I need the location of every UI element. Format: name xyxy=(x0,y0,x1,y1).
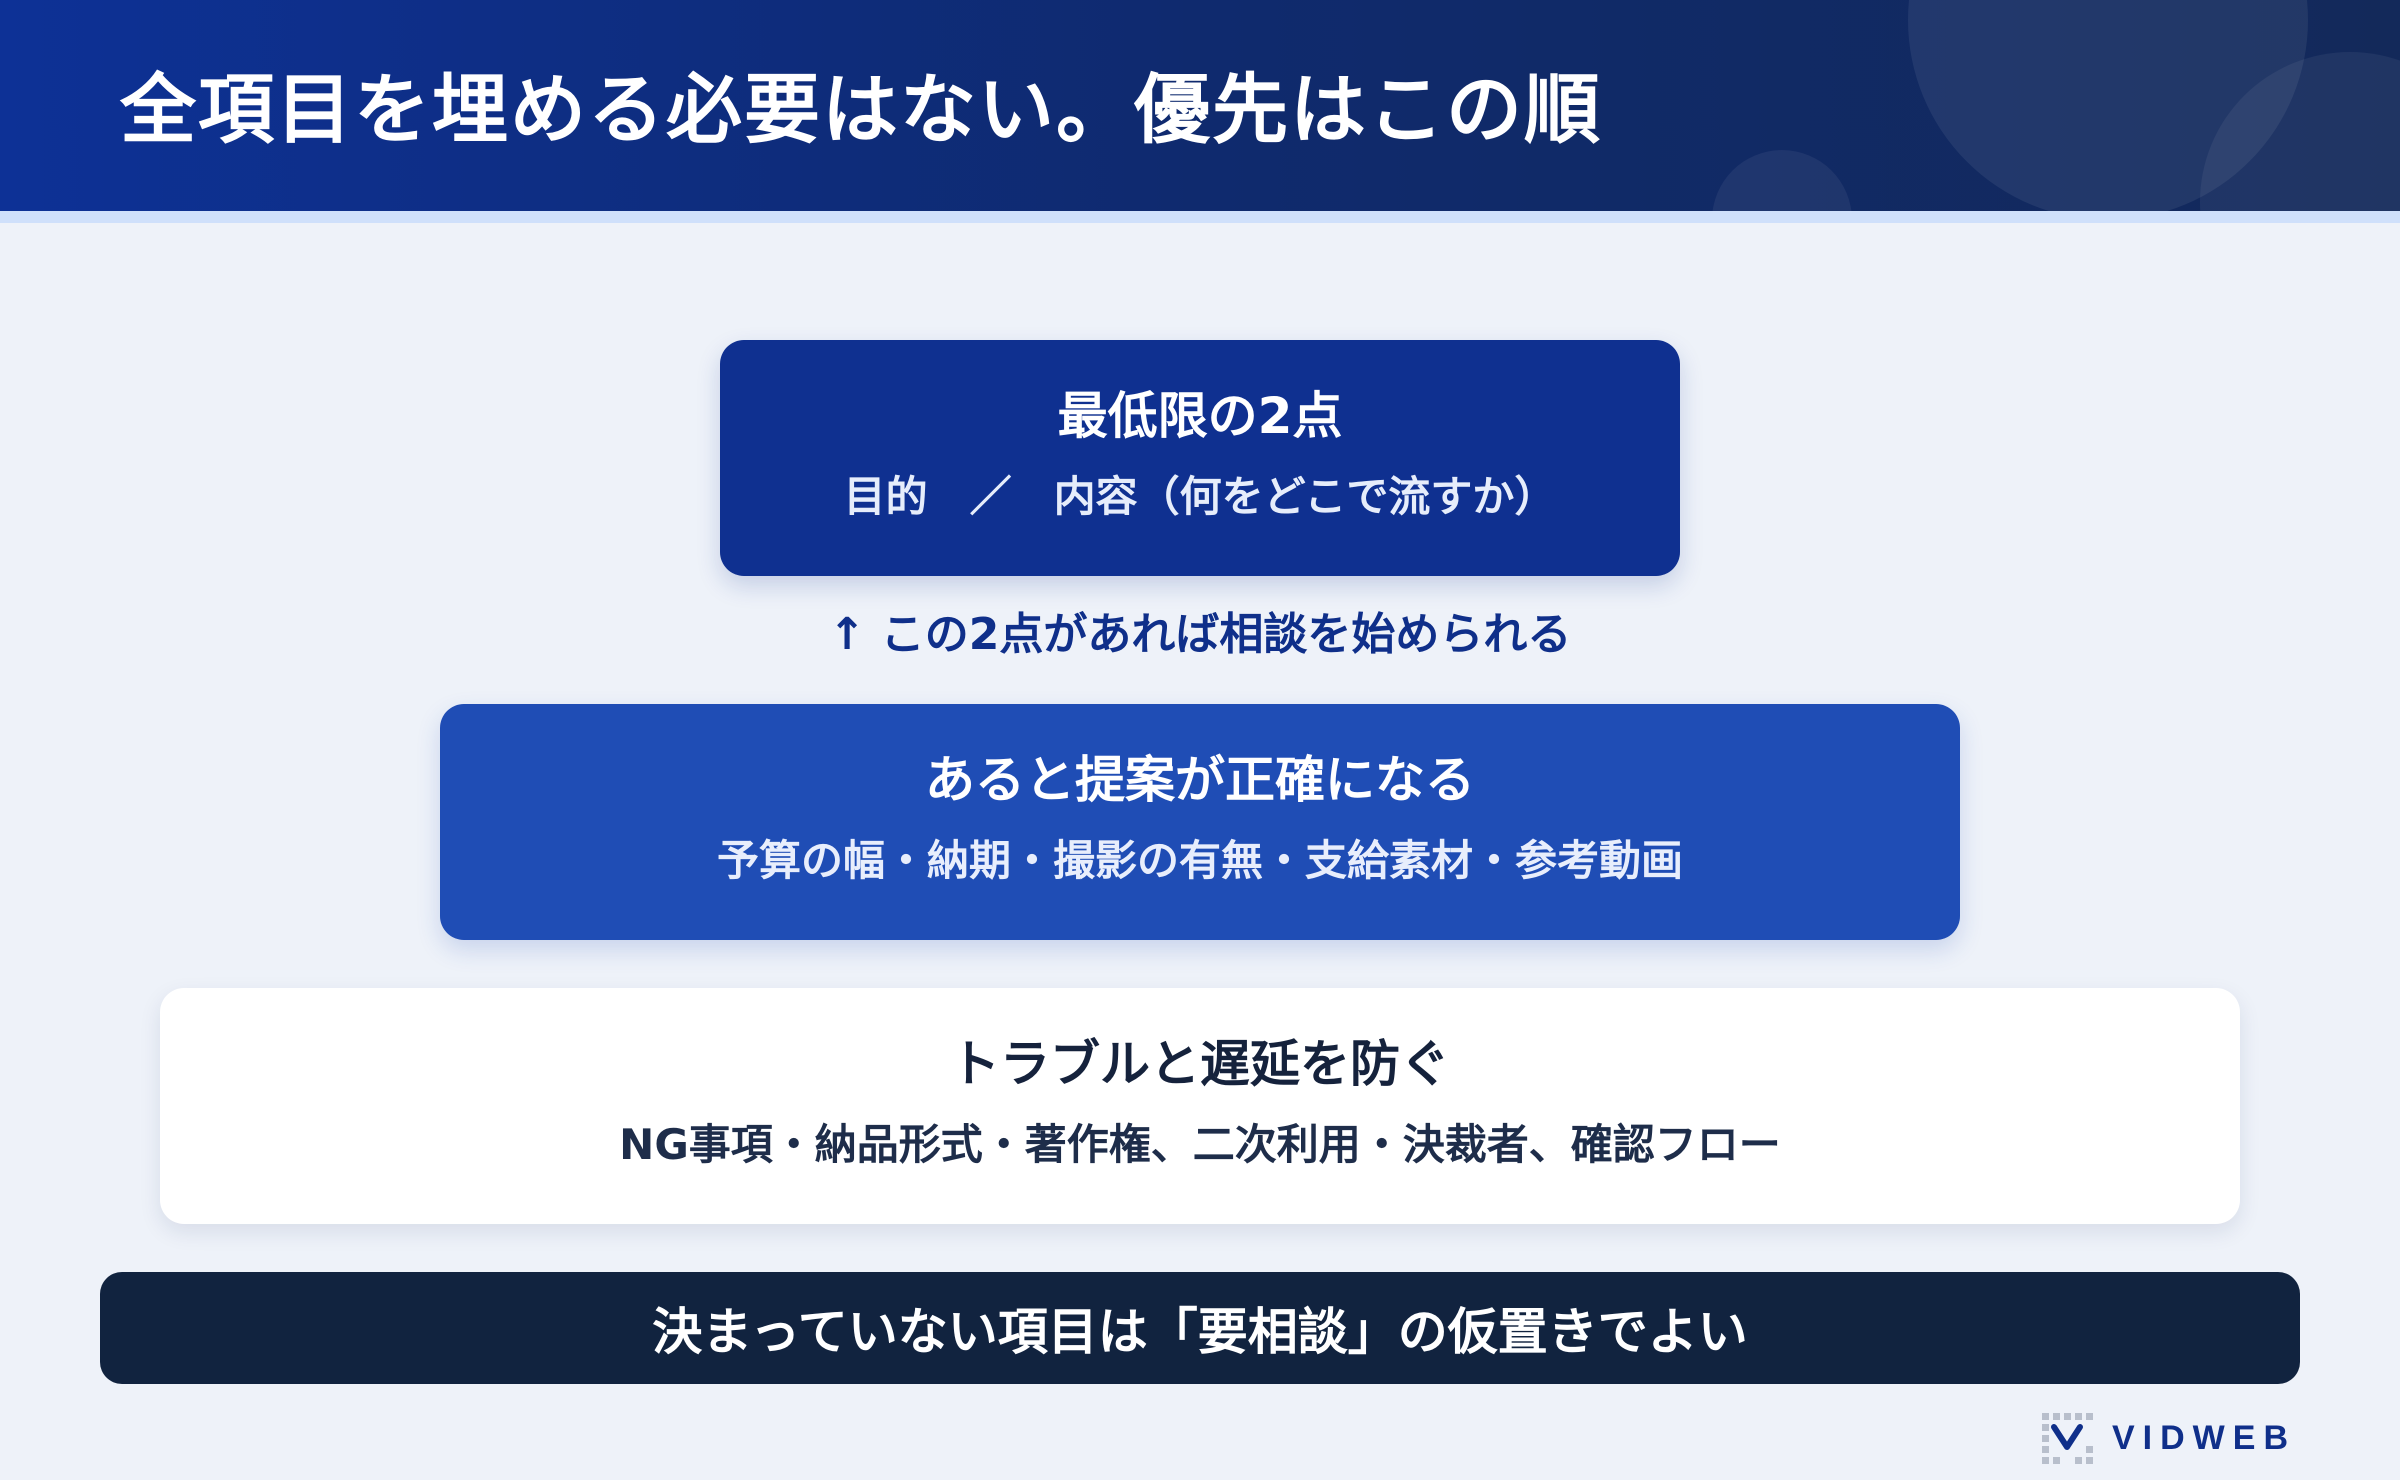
tier-items: 予算の幅・納期・撮影の有無・支給素材・参考動画 xyxy=(716,836,1683,885)
slide-title: 全項目を埋める必要はない。優先はこの順 xyxy=(120,65,1602,154)
priority-tier-3: トラブルと遅延を防ぐ NG事項・納品形式・著作権、二次利用・決裁者、確認フロー xyxy=(160,988,2240,1224)
tier-heading: トラブルと遅延を防ぐ xyxy=(950,1035,1450,1093)
summary-banner: 決まっていない項目は「要相談」の仮置きでよい xyxy=(100,1272,2300,1384)
decorative-circle xyxy=(1712,150,1852,211)
tier-items: NG事項・納品形式・著作権、二次利用・決裁者、確認フロー xyxy=(619,1120,1781,1169)
brand-logo: VIDWEB xyxy=(2040,1408,2296,1468)
priority-tier-2: あると提案が正確になる 予算の幅・納期・撮影の有無・支給素材・参考動画 xyxy=(440,704,1960,940)
tier-heading: 最低限の2点 xyxy=(1057,387,1343,445)
priority-tier-1: 最低限の2点 目的 ／ 内容（何をどこで流すか） xyxy=(720,340,1680,576)
tier-1-note: ↑ この2点があれば相談を始められる xyxy=(828,609,1572,660)
header-bar: 全項目を埋める必要はない。優先はこの順 xyxy=(0,0,2400,211)
brand-name: VIDWEB xyxy=(2112,1418,2296,1457)
vidweb-logo-icon xyxy=(2042,1413,2093,1464)
tier-items: 目的 ／ 内容（何をどこで流すか） xyxy=(843,472,1557,521)
tier-heading: あると提案が正確になる xyxy=(925,751,1475,809)
header-accent-line xyxy=(0,211,2400,223)
